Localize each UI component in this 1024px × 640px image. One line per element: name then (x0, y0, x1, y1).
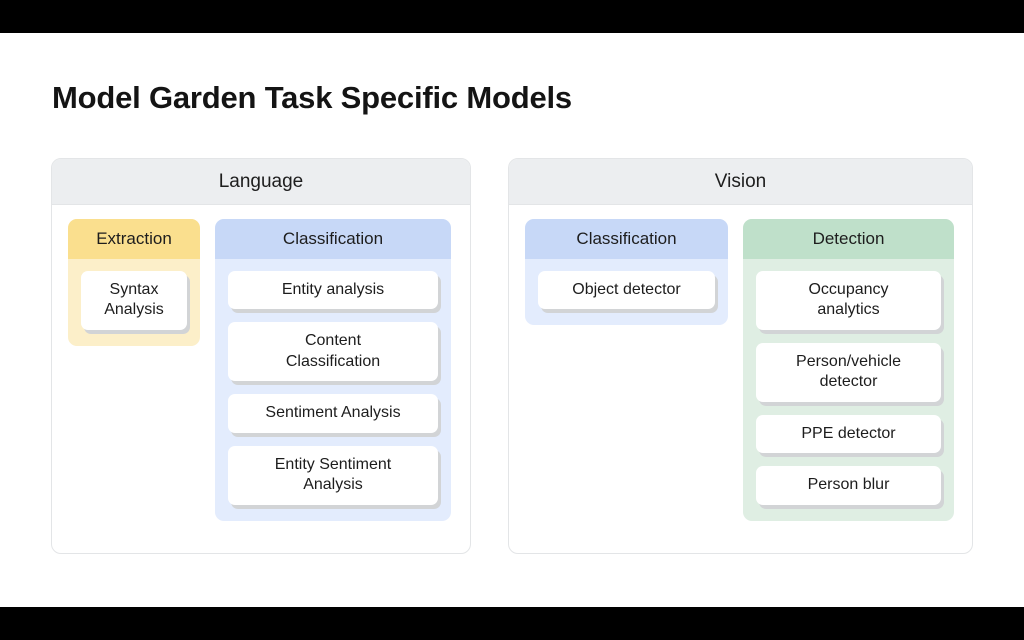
model-card[interactable]: Object detector (538, 271, 715, 310)
panel-vision-title: Vision (509, 159, 972, 205)
model-card[interactable]: Entity analysis (228, 271, 438, 310)
panel-vision-body: Classification Object detector Detection… (509, 205, 972, 553)
column-extraction-title: Extraction (68, 219, 200, 259)
model-card[interactable]: Sentiment Analysis (228, 394, 438, 433)
model-card[interactable]: Person blur (756, 466, 941, 505)
slide-surface: Model Garden Task Specific Models Langua… (0, 33, 1024, 607)
page-title: Model Garden Task Specific Models (52, 80, 572, 115)
model-card[interactable]: PPE detector (756, 414, 941, 454)
column-vision-classification: Classification Object detector (525, 219, 728, 326)
column-detection-title: Detection (743, 219, 954, 259)
column-language-classification-title: Classification (215, 219, 451, 259)
panel-vision: Vision Classification Object detector De… (508, 158, 973, 554)
column-vision-classification-models: Object detector (525, 259, 728, 325)
panel-language-title: Language (52, 159, 470, 205)
column-vision-classification-title: Classification (525, 219, 728, 259)
